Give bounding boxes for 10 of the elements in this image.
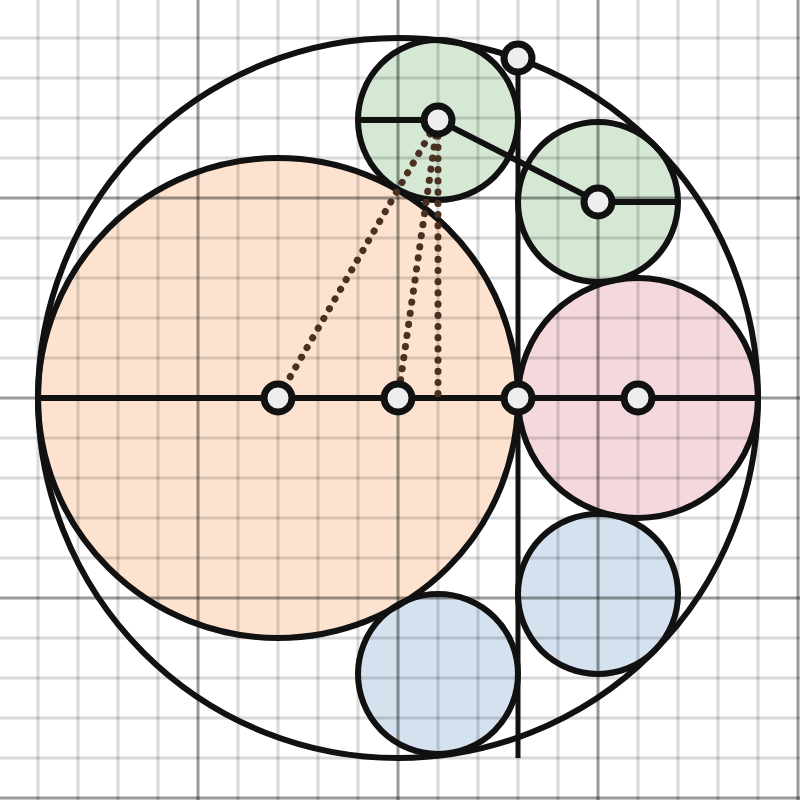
- point-marker: [500, 40, 536, 76]
- dotted-line: [434, 132, 442, 402]
- point-marker: [580, 184, 616, 220]
- point-marker: [380, 380, 416, 416]
- point-marker: [420, 102, 456, 138]
- dotted-line: [396, 132, 440, 386]
- point-marker: [260, 380, 296, 416]
- point-marker: [620, 380, 656, 416]
- connector-line: [449, 124, 587, 198]
- point-marker: [500, 380, 536, 416]
